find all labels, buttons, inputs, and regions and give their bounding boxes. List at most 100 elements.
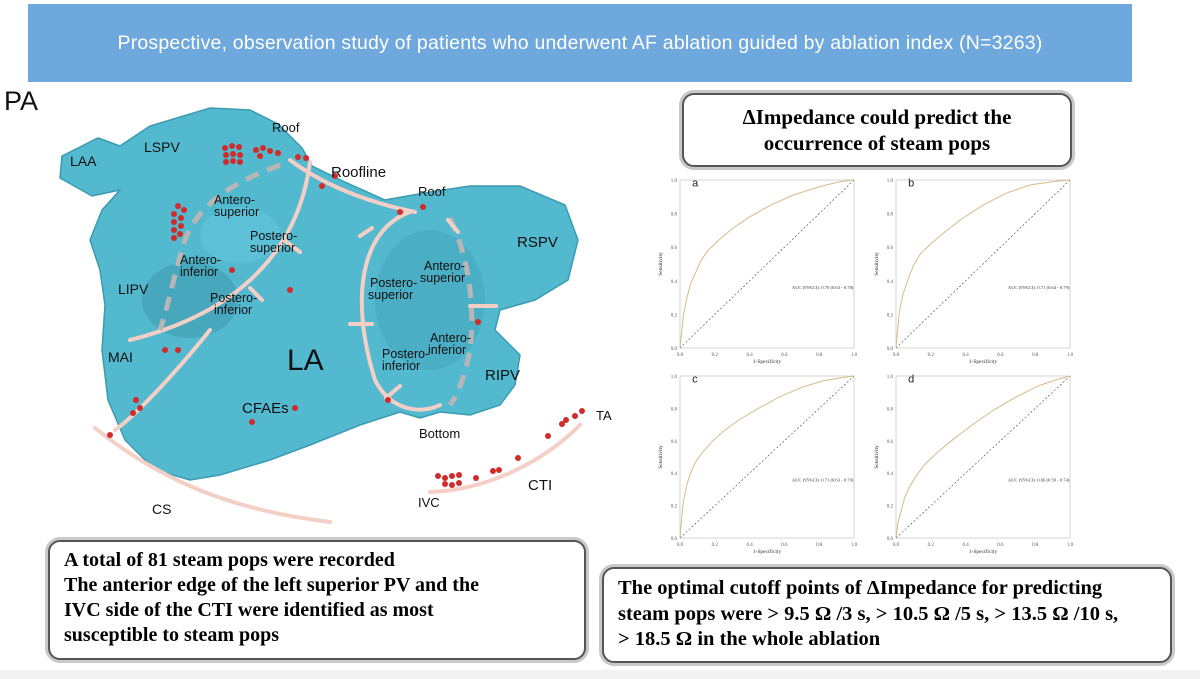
auc-annotation: AUC (95%CI): 0.71 (0.64 - 0.79)	[1008, 285, 1070, 290]
y-tick-label: 1.0	[671, 179, 678, 184]
cutoff-box: The optimal cutoff points of ΔImpedance …	[602, 567, 1172, 663]
label-r-ai-1: Antero-	[430, 331, 471, 345]
panel-letter: d	[908, 373, 914, 385]
reference-diagonal	[679, 179, 855, 349]
panel-letter: a	[692, 178, 699, 190]
y-tick-label: 1.0	[887, 375, 894, 380]
x-tick-label: 0.6	[781, 353, 788, 358]
roc-curve	[679, 179, 855, 349]
left-atrium-shape	[59, 107, 579, 481]
y-tick-label: 0.0	[887, 537, 894, 542]
label-ivc: IVC	[418, 495, 440, 510]
roc-curve	[679, 375, 855, 539]
label-roof-left: Roof	[272, 120, 300, 135]
label-r-ps-2: superior	[368, 288, 413, 302]
reference-diagonal	[679, 375, 855, 539]
left-wacaa-ring	[128, 160, 312, 342]
x-tick-label: 1.0	[1067, 353, 1074, 358]
label-cti: CTI	[528, 477, 552, 494]
right-dashed-ring	[447, 216, 475, 407]
auc-annotation: AUC (95%CI): 0.70 (0.63 - 0.78)	[792, 285, 854, 290]
x-tick-label: 1.0	[1067, 543, 1074, 548]
headline-line-2: occurrence of steam pops	[763, 131, 991, 155]
y-tick-label: 0.8	[671, 213, 678, 218]
segment-ticks	[248, 218, 498, 400]
view-label: PA	[4, 86, 39, 116]
y-axis-label: Sensitivity	[658, 445, 664, 469]
right-wacaa-ring	[359, 210, 442, 412]
y-axis-label: Sensitivity	[658, 252, 664, 276]
x-tick-label: 0.8	[1032, 543, 1039, 548]
y-tick-label: 0.2	[887, 313, 894, 318]
auc-annotation: AUC (95%CI): 0.71 (0.63 - 0.79)	[792, 477, 854, 482]
cti-line	[428, 423, 582, 494]
label-rspv: RSPV	[517, 234, 558, 251]
label-roof-right: Roof	[418, 184, 446, 199]
x-tick-label: 0.6	[781, 543, 788, 548]
x-tick-label: 0.2	[928, 353, 935, 358]
y-tick-label: 1.0	[671, 375, 678, 380]
label-roofline: Roofline	[331, 164, 386, 181]
findings-line-4: susceptible to steam pops	[64, 624, 280, 646]
lipv-ostium	[142, 262, 238, 338]
label-cfaes: CFAEs	[242, 400, 289, 417]
label-r-as-1: Antero-	[424, 259, 465, 273]
y-tick-label: 0.4	[671, 280, 678, 285]
headline-box: ΔImpedance could predict the occurrence …	[682, 93, 1072, 167]
x-tick-label: 0.8	[1032, 353, 1039, 358]
x-tick-label: 0.4	[962, 543, 969, 548]
roofline-path	[288, 158, 417, 214]
x-tick-label: 0.4	[962, 353, 969, 358]
label-ripv: RIPV	[485, 367, 520, 384]
ablation-lines	[93, 158, 582, 524]
y-tick-label: 0.2	[887, 505, 894, 510]
findings-line-3: IVC side of the CTI were identified as m…	[64, 599, 434, 621]
x-tick-label: 0.2	[928, 543, 935, 548]
x-tick-label: 0.0	[893, 543, 900, 548]
roc-curve	[895, 375, 1071, 539]
panel-letter: c	[692, 373, 698, 385]
x-tick-label: 0.6	[997, 353, 1004, 358]
label-lipv: LIPV	[118, 281, 149, 297]
y-tick-label: 0.2	[671, 313, 678, 318]
y-tick-label: 0.0	[671, 347, 678, 352]
x-tick-label: 0.0	[893, 353, 900, 358]
y-tick-label: 1.0	[887, 179, 894, 184]
x-tick-label: 0.6	[997, 543, 1004, 548]
label-mai: MAI	[108, 349, 133, 365]
y-tick-label: 0.6	[887, 440, 894, 445]
findings-box: A total of 81 steam pops were recorded T…	[48, 540, 586, 660]
label-la: LA	[287, 344, 324, 377]
label-r-ps-1: Postero-	[370, 276, 417, 290]
cutoff-line-2: steam pops were > 9.5 Ω /3 s, > 10.5 Ω /…	[618, 602, 1119, 625]
y-tick-label: 0.4	[887, 280, 894, 285]
roc-curve	[895, 179, 1071, 349]
lspv-ostium	[200, 207, 280, 263]
label-r-pi-2: inferior	[382, 359, 420, 373]
x-tick-label: 0.8	[816, 353, 823, 358]
y-tick-label: 0.8	[887, 407, 894, 412]
x-tick-label: 0.2	[712, 353, 719, 358]
x-tick-label: 0.8	[816, 543, 823, 548]
x-axis-label: 1-Specificity	[753, 548, 782, 555]
reference-diagonal	[895, 375, 1071, 539]
y-tick-label: 0.0	[671, 537, 678, 542]
bottom-strip	[0, 670, 1200, 679]
y-tick-label: 0.4	[887, 472, 894, 477]
x-tick-label: 0.4	[746, 543, 753, 548]
y-tick-label: 0.6	[671, 246, 678, 251]
cs-line	[93, 426, 332, 524]
headline-line-1: ΔImpedance could predict the	[742, 105, 1012, 129]
label-l-ai-1: Antero-	[180, 253, 221, 267]
reference-diagonal	[895, 179, 1071, 349]
label-lspv: LSPV	[144, 139, 180, 155]
label-l-as-1: Antero-	[214, 193, 255, 207]
